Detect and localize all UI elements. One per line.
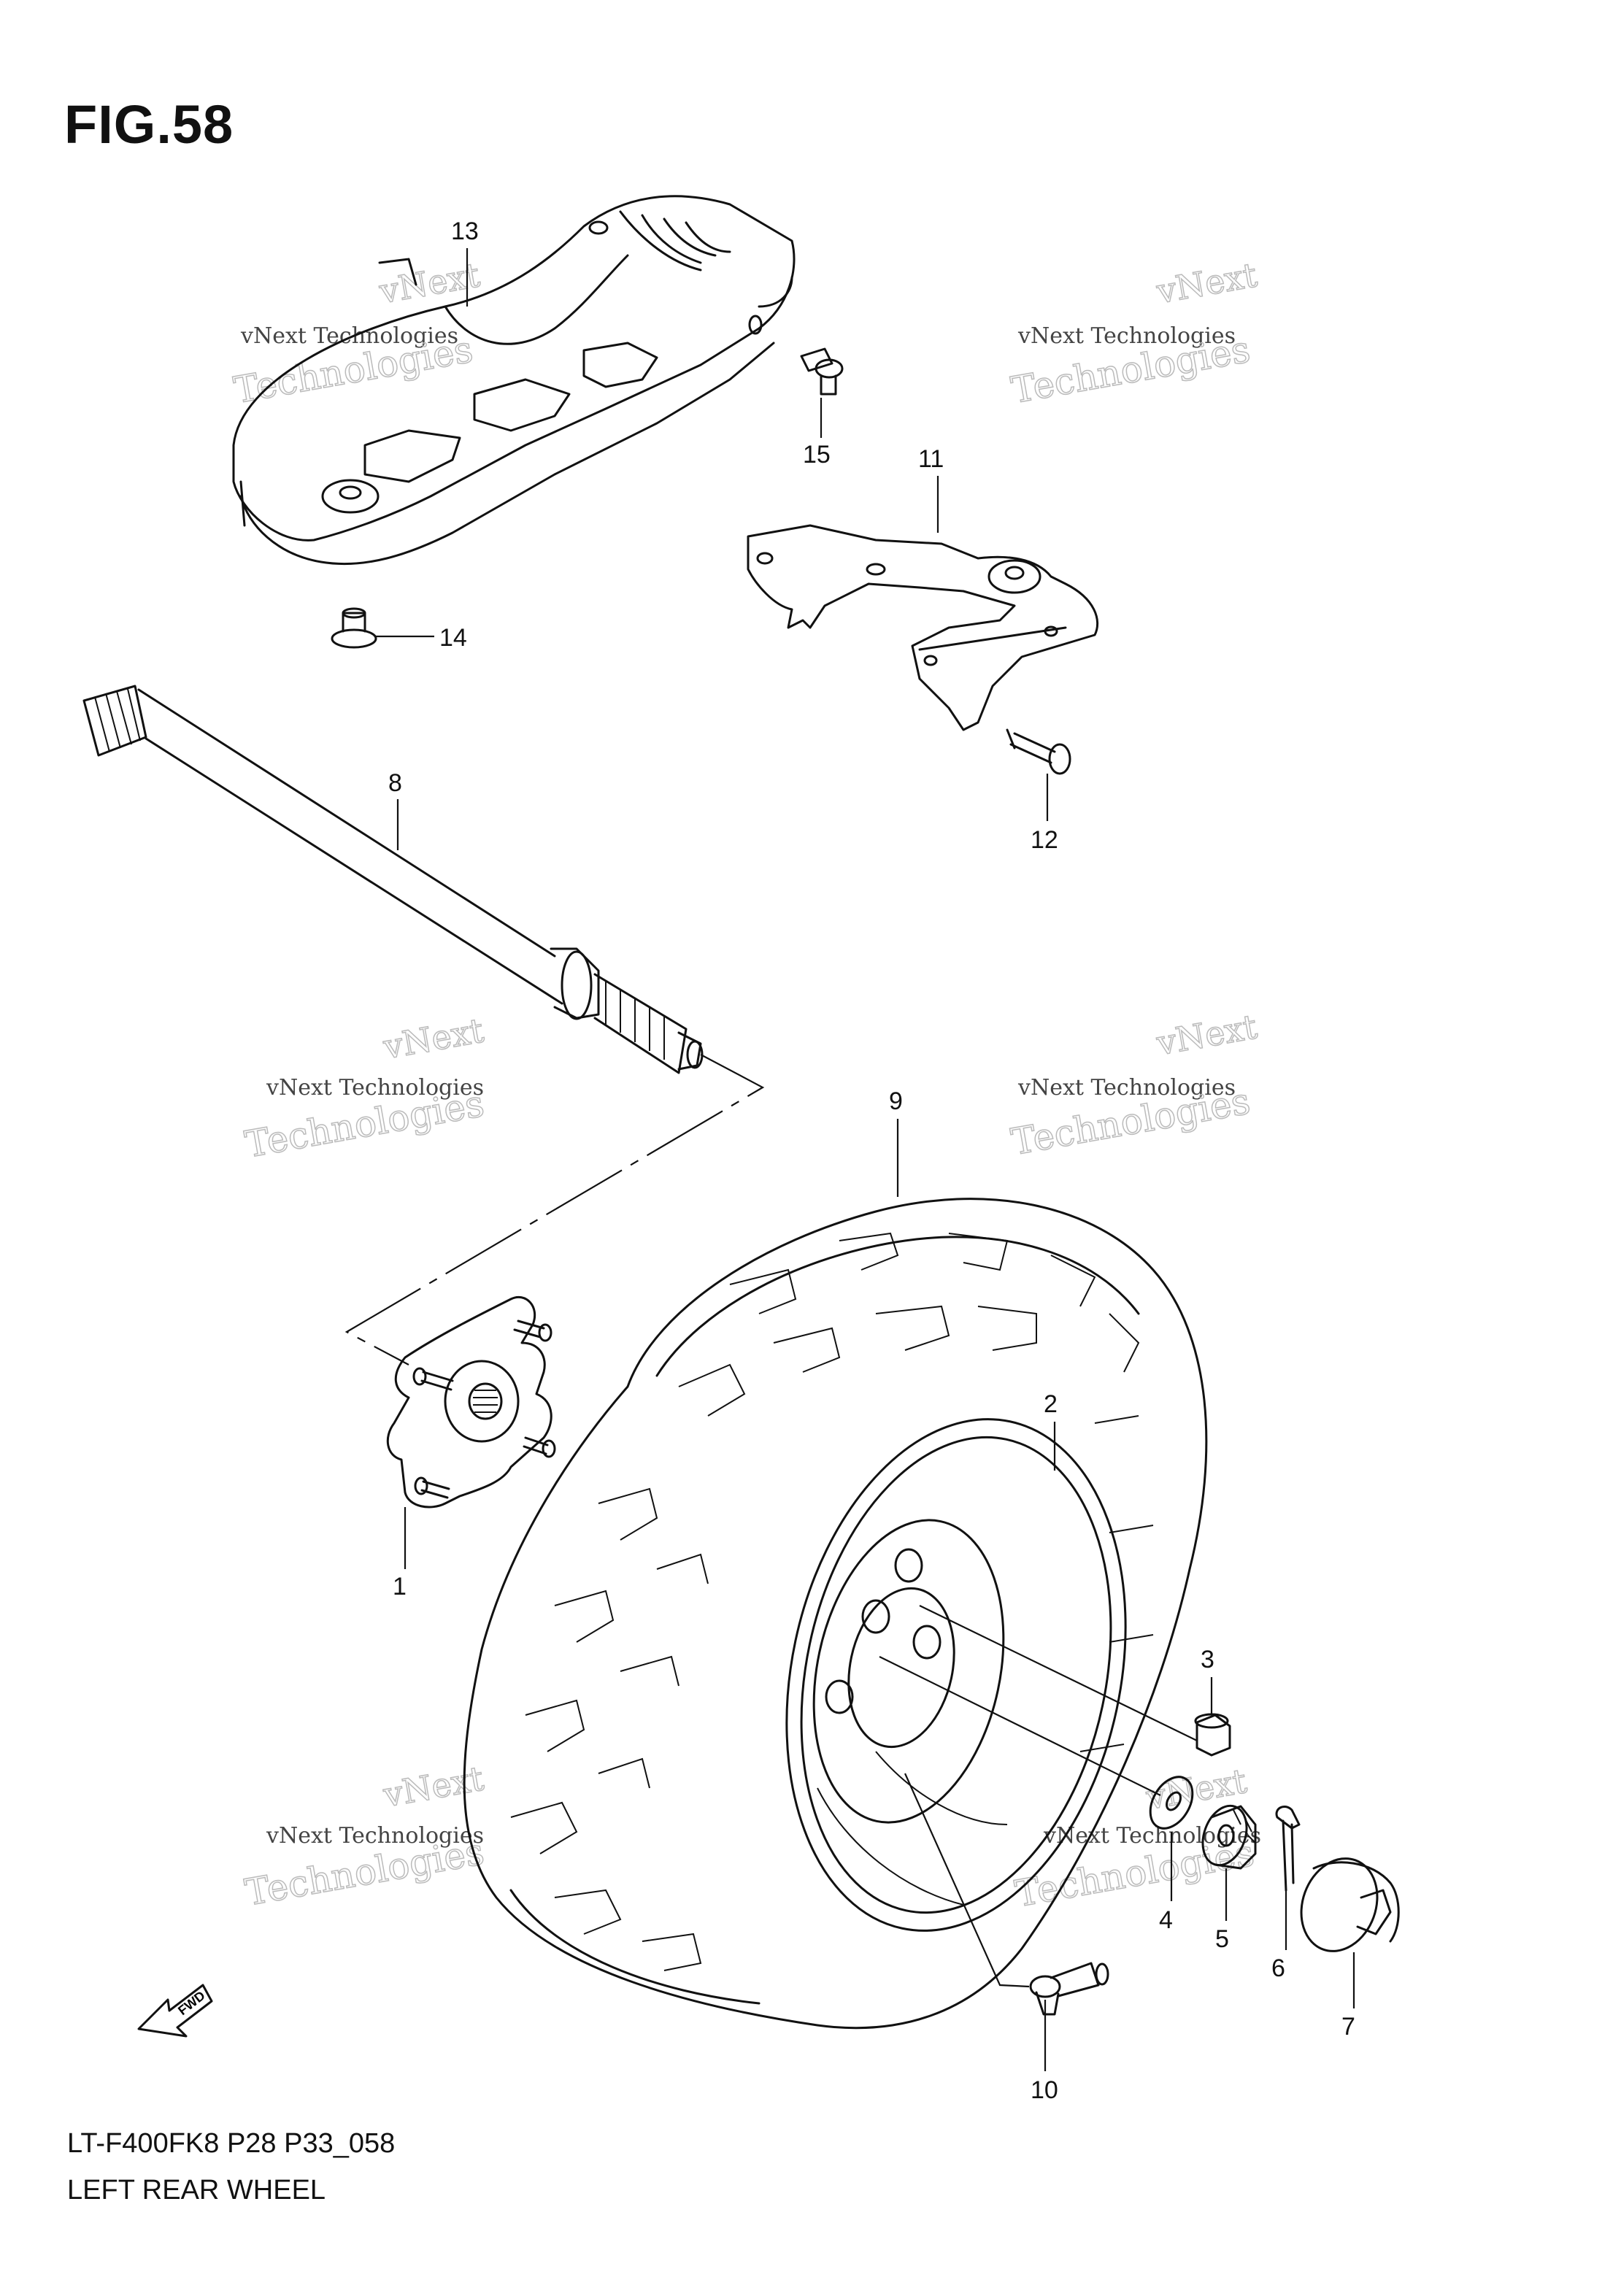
watermark-top-left: vNext Technologies vNext Technologies	[230, 254, 483, 412]
callout-9: 9	[889, 1087, 903, 1115]
callout-15: 15	[803, 441, 831, 469]
callout-7: 7	[1341, 2013, 1355, 2041]
part-12-bolt	[1006, 728, 1071, 775]
model-code: LT-F400FK8 P28 P33_058	[67, 2128, 396, 2159]
callout-3: 3	[1201, 1646, 1214, 1673]
watermark-mid-right: vNext Technologies vNext Technologies	[1007, 1006, 1260, 1163]
part-10-valve-stem	[1029, 1962, 1109, 2016]
watermark-large-line1: vNext	[380, 1758, 487, 1814]
part-13-guard	[232, 195, 796, 566]
figure-title: FIG.58	[64, 94, 234, 155]
callout-10: 10	[1031, 2076, 1058, 2104]
part-9-tire	[463, 1198, 1208, 2030]
part-8-axle-shaft	[82, 685, 704, 1074]
watermark-small-text: vNext Technologies	[266, 1823, 484, 1849]
part-11-bracket	[747, 524, 1099, 731]
figure-caption: LEFT REAR WHEEL	[67, 2175, 326, 2206]
part-1-wheel-hub	[386, 1296, 556, 1509]
watermark-group: vNext Technologies vNext Technologies vN…	[230, 254, 1261, 1916]
part-5-castle-nut	[1201, 1804, 1257, 1870]
watermark-large-line1: vNext	[1153, 1006, 1260, 1063]
part-3-nut	[1194, 1713, 1231, 1757]
callout-13: 13	[451, 217, 479, 245]
fwd-arrow[interactable]: FWD	[137, 1984, 213, 2038]
leader-washer-4	[879, 1656, 1161, 1796]
watermark-small-text: vNext Technologies	[266, 1075, 484, 1101]
callouts: 13 15 11 14 12 8 9 2 1 3 4 5 6	[376, 217, 1355, 2104]
watermark-small-text: vNext Technologies	[1017, 323, 1236, 349]
part-14-bolt	[331, 607, 377, 649]
watermark-large-line1: vNext	[380, 1010, 487, 1066]
callout-1: 1	[393, 1573, 407, 1600]
callout-2: 2	[1044, 1390, 1058, 1418]
watermark-small-text: vNext Technologies	[1043, 1823, 1261, 1849]
callout-5: 5	[1215, 1925, 1229, 1953]
callout-11: 11	[918, 445, 944, 473]
callout-6: 6	[1271, 1954, 1285, 1982]
watermark-small-text: vNext Technologies	[240, 323, 458, 349]
part-15-bolt	[800, 347, 844, 396]
callout-12: 12	[1031, 826, 1058, 854]
watermark-top-right: vNext Technologies vNext Technologies	[1007, 254, 1260, 412]
watermark-mid-left: vNext Technologies vNext Technologies	[242, 1010, 488, 1167]
leader-nut-3	[919, 1605, 1198, 1741]
part-6-cotter-pin	[1275, 1806, 1301, 1892]
part-7-hub-cap	[1300, 1857, 1400, 1952]
callout-14: 14	[439, 624, 467, 652]
callout-8: 8	[388, 769, 402, 797]
assembly-line	[344, 1054, 765, 1365]
callout-4: 4	[1159, 1906, 1173, 1934]
part-2-wheel-rim	[785, 1418, 1127, 1932]
watermark-small-text: vNext Technologies	[1017, 1075, 1236, 1101]
part-4-washer	[1149, 1776, 1194, 1830]
watermark-bottom-left: vNext Technologies vNext Technologies	[242, 1758, 488, 1915]
watermark-large-line1: vNext	[1153, 255, 1260, 311]
leader-10-branch	[904, 1773, 1030, 1988]
